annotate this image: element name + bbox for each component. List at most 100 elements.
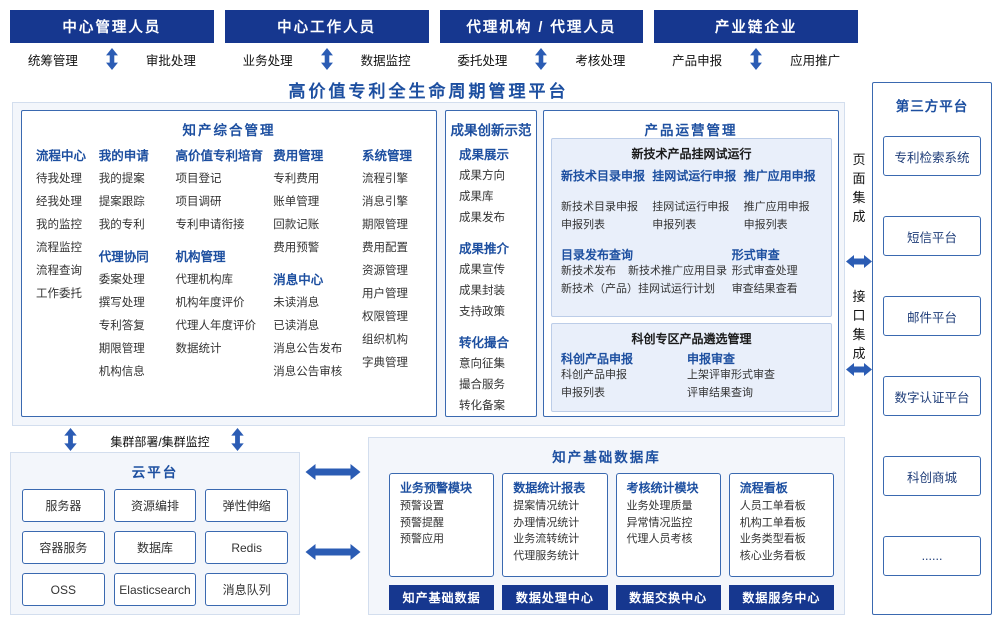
role-agencies: 代理机构 / 代理人员 委托处理 考核处理 bbox=[439, 10, 644, 75]
feature-item: 成果宣传 bbox=[459, 264, 505, 276]
third-party-list: 专利检索系统短信平台邮件平台数字认证平台科创商城...... bbox=[873, 136, 991, 576]
role-functions: 业务处理 数据监控 bbox=[225, 43, 429, 75]
group-title: 申报审查 bbox=[687, 352, 736, 366]
feature-item: 人员工单看板 bbox=[739, 500, 806, 512]
feature-item: 我的专利 bbox=[98, 219, 145, 231]
group-title: 数据统计报表 bbox=[513, 481, 586, 495]
role-function: 统筹管理 bbox=[27, 53, 78, 68]
feature-item: 业务类型看板 bbox=[739, 533, 806, 545]
group-items: 我的提案提案跟踪我的专利 bbox=[99, 168, 175, 237]
feature-group: 新技术目录申报 新技术目录申报申报列表 bbox=[561, 166, 652, 234]
group-items: 挂网试运行申报申报列表 bbox=[652, 199, 743, 234]
feature-item: 业务流转统计 bbox=[513, 533, 580, 545]
data-center-box: 数据处理中心 bbox=[502, 585, 608, 610]
cloud-service-box: 资源编排 bbox=[113, 489, 197, 522]
group-title: 挂网试运行申报 bbox=[652, 169, 737, 183]
feature-item: 代理人员考核 bbox=[626, 533, 693, 545]
feature-item: 机构年度评价 bbox=[175, 297, 245, 309]
cloud-service-box: Redis bbox=[205, 531, 288, 564]
feature-item: 代理机构库 bbox=[175, 274, 234, 286]
double-arrow-vertical-icon bbox=[64, 428, 77, 451]
platform-box: 知产综合管理 流程中心 待我处理经我处理我的监控流程监控流程查询工作委托 我的申… bbox=[12, 102, 845, 426]
role-center-staff: 中心工作人员 业务处理 数据监控 bbox=[224, 10, 429, 75]
role-function: 数据监控 bbox=[360, 53, 411, 68]
feature-item: 新技术目录申报 bbox=[561, 201, 638, 213]
feature-item: 核心业务看板 bbox=[739, 549, 806, 562]
group-items: 流程引擎消息引擎期限管理费用配置资源管理用户管理权限管理组织机构字典管理 bbox=[362, 168, 424, 375]
feature-item: 回款记账 bbox=[273, 219, 320, 231]
double-arrow-horizontal-icon bbox=[846, 363, 872, 376]
role-functions: 统筹管理 审批处理 bbox=[10, 43, 214, 75]
feature-item: 上架评审形式审查 bbox=[687, 369, 775, 381]
feature-item: 推广应用申报 bbox=[743, 201, 810, 213]
feature-item: 预警设置 bbox=[400, 500, 444, 512]
feature-item: 撮合服务 bbox=[459, 379, 505, 391]
group-title: 高价值专利培育 bbox=[175, 149, 264, 163]
db-module: 流程看板 人员工单看板机构工单看板业务类型看板核心业务看板 bbox=[728, 473, 834, 577]
group-title: 新技术目录申报 bbox=[561, 169, 646, 183]
feature-item: 我的监控 bbox=[36, 219, 82, 231]
group-items: 推广应用申报申报列表 bbox=[744, 199, 822, 234]
feature-item: 成果方向 bbox=[459, 170, 505, 182]
data-center-box: 数据服务中心 bbox=[728, 585, 834, 610]
feature-item: 业务处理质量 bbox=[626, 500, 693, 512]
group-row: 新技术目录申报 新技术目录申报申报列表 挂网试运行申报 挂网试运行申报申报列表 … bbox=[552, 166, 831, 234]
group-title: 科创产品申报 bbox=[561, 352, 634, 366]
group-items: 提案情况统计办理情况统计业务流转统计代理服务统计 bbox=[513, 498, 602, 564]
cloud-service-box: 服务器 bbox=[22, 489, 105, 522]
feature-item: 新技术推广应用目录 bbox=[628, 265, 727, 277]
feature-group: 高价值专利培育 项目登记项目调研专利申请衔接 bbox=[176, 145, 273, 237]
cluster-label: 集群部署/集群监控 bbox=[110, 435, 210, 449]
group-title: 转化撮合 bbox=[459, 336, 510, 350]
feature-item: 期限管理 bbox=[362, 219, 408, 231]
feature-group: 成果推介 成果宣传成果封装支持政策 bbox=[459, 238, 536, 323]
feature-item: 办理情况统计 bbox=[513, 516, 580, 529]
group-title: 机构管理 bbox=[175, 250, 226, 264]
feature-group: 费用管理 专利费用账单管理回款记账费用预警 bbox=[273, 145, 361, 260]
section-title: 第三方平台 bbox=[895, 99, 969, 114]
role-function: 委托处理 bbox=[457, 53, 508, 68]
feature-item: 科创产品申报 bbox=[561, 369, 627, 381]
feature-item: 形式审查处理 bbox=[731, 265, 798, 277]
section-third-party: 第三方平台 专利检索系统短信平台邮件平台数字认证平台科创商城...... bbox=[872, 82, 992, 615]
api-integration-label: 接口集成 bbox=[852, 289, 866, 361]
section-title: 成果创新示范 bbox=[450, 123, 532, 138]
feature-item: 经我处理 bbox=[36, 196, 82, 208]
cloud-service-box: 容器服务 bbox=[22, 531, 105, 564]
double-arrow-horizontal-icon bbox=[305, 544, 361, 560]
group-items: 新技术目录申报申报列表 bbox=[561, 199, 652, 234]
feature-item: 资源管理 bbox=[362, 265, 408, 277]
double-arrow-vertical-icon bbox=[535, 48, 548, 70]
cloud-service-box: Elasticsearch bbox=[113, 573, 197, 606]
feature-group: 成果展示 成果方向成果库成果发布 bbox=[459, 144, 536, 229]
group-title: 费用管理 bbox=[273, 149, 324, 163]
group-items: 项目登记项目调研专利申请衔接 bbox=[176, 168, 273, 237]
feature-group: 消息中心 未读消息已读消息消息公告发布消息公告审核 bbox=[273, 269, 361, 384]
group-items: 专利费用账单管理回款记账费用预警 bbox=[273, 168, 361, 260]
subsection-title: 新技术产品挂网试运行 bbox=[631, 147, 752, 161]
page-integration-label: 页面集成 bbox=[852, 152, 866, 224]
group-title: 成果展示 bbox=[459, 148, 510, 162]
role-center-managers: 中心管理人员 统筹管理 审批处理 bbox=[10, 10, 214, 75]
feature-item: 流程监控 bbox=[36, 242, 82, 254]
database-modules: 业务预警模块 预警设置预警提醒预警应用 数据统计报表 提案情况统计办理情况统计业… bbox=[369, 466, 844, 577]
role-title: 代理机构 / 代理人员 bbox=[439, 10, 644, 43]
feature-item: 用户管理 bbox=[362, 288, 408, 300]
feature-item: 意向征集 bbox=[459, 358, 505, 370]
group-items: 人员工单看板机构工单看板业务类型看板核心业务看板 bbox=[740, 498, 829, 564]
feature-item: 代理人年度评价 bbox=[175, 320, 257, 332]
feature-item: 预警提醒 bbox=[400, 516, 444, 529]
feature-item: 项目调研 bbox=[175, 196, 222, 208]
group-items: 新技术发布新技术推广应用目录新技术（产品）挂网试运行计划 bbox=[561, 263, 732, 298]
feature-group: 目录发布查询 新技术发布新技术推广应用目录新技术（产品）挂网试运行计划 bbox=[561, 247, 732, 298]
feature-item: 申报列表 bbox=[561, 218, 605, 231]
data-centers-row: 知产基础数据数据处理中心数据交换中心数据服务中心 bbox=[369, 577, 844, 610]
feature-group: 申报审查 上架评审形式审查评审结果查询 bbox=[687, 351, 819, 402]
feature-item: 费用配置 bbox=[362, 242, 408, 254]
feature-item: 权限管理 bbox=[362, 311, 408, 323]
group-items: 意向征集撮合服务转化备案 bbox=[459, 354, 536, 417]
double-arrow-vertical-icon bbox=[105, 48, 118, 70]
feature-item: 提案情况统计 bbox=[513, 500, 580, 512]
feature-item: 消息引擎 bbox=[362, 196, 408, 208]
